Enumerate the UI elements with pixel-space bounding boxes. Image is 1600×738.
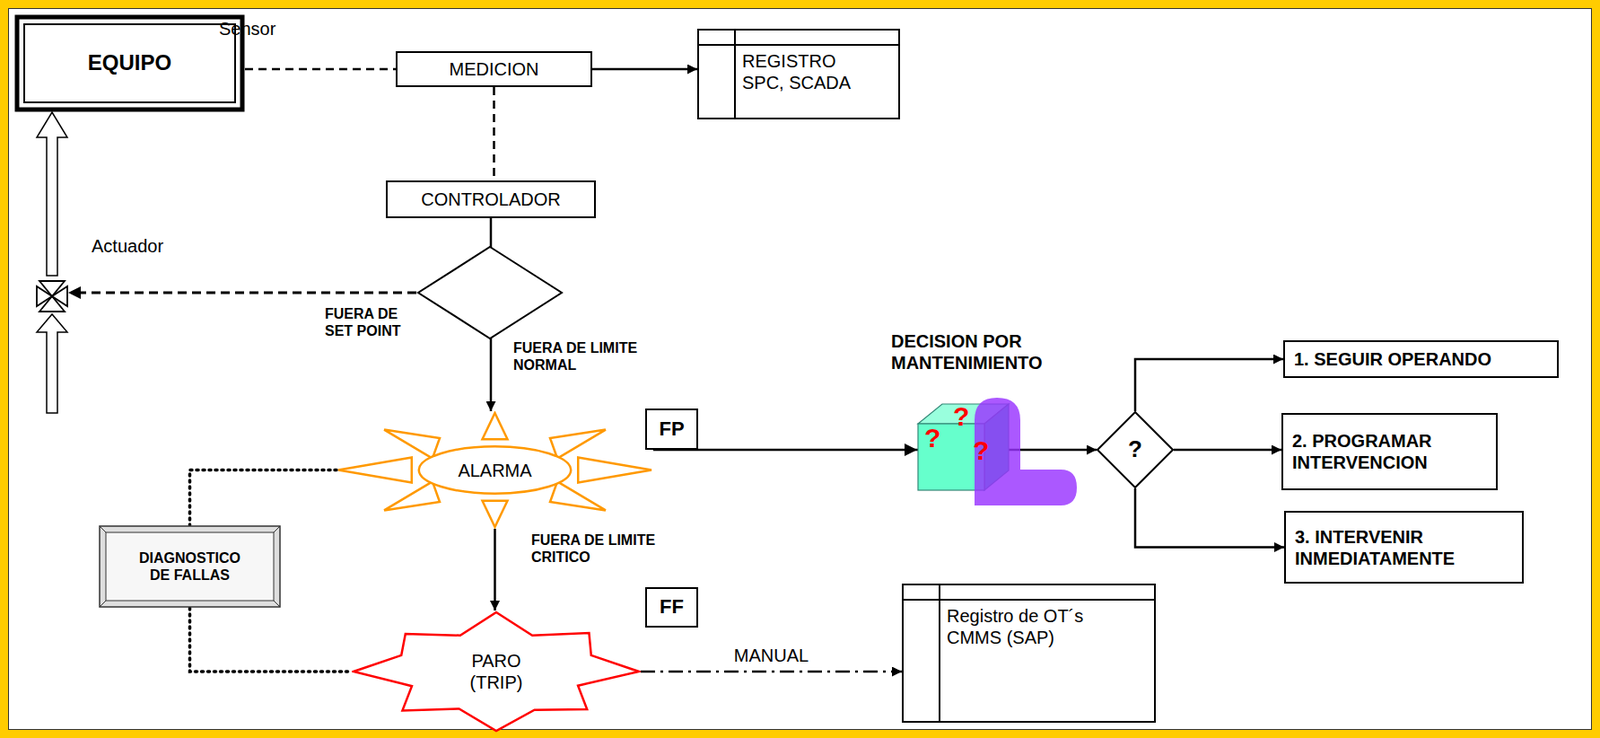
hollow-arrow (36, 112, 68, 276)
process-box: 2. PROGRAMAR INTERVENCION (1281, 412, 1498, 490)
node-text: PARO (TRIP) (455, 649, 537, 693)
hollow-arrow (36, 314, 68, 413)
valve-symbol (52, 286, 68, 307)
alarm-ray (550, 429, 606, 459)
alarm-ray (384, 480, 440, 510)
annotation-label: FUERA DE LIMITE CRITICO (531, 531, 662, 566)
valve-symbol (36, 286, 53, 307)
bevel-corner (273, 525, 280, 533)
decision-diamond (418, 246, 562, 339)
table-rule (699, 43, 899, 46)
node-text: FF (659, 594, 684, 619)
node-outline (351, 610, 641, 733)
table-rule (734, 30, 736, 118)
bevel-corner (99, 600, 106, 607)
alarm-ray (550, 480, 606, 510)
connector (492, 87, 496, 181)
process-box: CONTROLADOR (385, 180, 596, 219)
decision-diamond (1097, 411, 1173, 488)
connector (190, 607, 353, 672)
bevel-frame (105, 532, 274, 601)
node-outline (98, 524, 281, 608)
table-rule (938, 585, 941, 721)
person-icon (974, 397, 1077, 506)
record-table: Registro de OT´s CMMS (SAP) (901, 583, 1156, 723)
node-text: Registro de OT´s CMMS (SAP) (946, 604, 1100, 648)
node-text: ? (1127, 435, 1143, 464)
edge-label: MANUAL (731, 644, 812, 666)
node-text: DIAGNOSTICO DE FALLAS (131, 549, 249, 584)
bevel-frame (99, 525, 280, 607)
alarm-ellipse (419, 445, 571, 493)
arrow-head (68, 286, 81, 299)
process-box: PARO (TRIP) (351, 610, 641, 733)
node-text: 1. SEGUIR OPERANDO (1293, 348, 1492, 370)
connector (1135, 488, 1285, 548)
node-text: FP (658, 417, 684, 441)
process-box: ALARMA (336, 410, 654, 529)
equipment-frame (17, 17, 243, 110)
annotation-label: Sensor (218, 17, 276, 40)
connector (190, 470, 338, 526)
node-text: 2. PROGRAMAR INTERVENCION (1292, 429, 1477, 473)
bevel-corner (273, 600, 280, 607)
table-rule (903, 598, 1155, 601)
node-text: MEDICION (449, 58, 540, 80)
alarm-ray (482, 500, 508, 527)
annotation-label: Actuador (91, 235, 164, 257)
annotation-label: FUERA DE SET POINT (324, 305, 415, 340)
node-text: CONTROLADOR (420, 188, 561, 210)
annotation-label: DECISION POR MANTENIMIENTO (891, 330, 1089, 374)
connector (1135, 358, 1284, 411)
node-text: EQUIPO (87, 50, 172, 77)
process-box: FF (645, 586, 699, 628)
process-box: 1. SEGUIR OPERANDO (1283, 340, 1559, 378)
alarm-ray (482, 412, 508, 439)
node-text: REGISTRO SPC, SCADA (742, 50, 877, 94)
node-text: 3. INTERVENIR INMEDIATAMENTE (1294, 525, 1506, 569)
connector (592, 68, 698, 71)
connector (1173, 448, 1282, 452)
equipment-frame (24, 24, 236, 103)
alarm-ray (577, 457, 652, 483)
trip-starburst (353, 612, 639, 731)
record-table: REGISTRO SPC, SCADA (697, 28, 901, 120)
process-box: MEDICION (395, 51, 593, 88)
bevel-corner (99, 525, 106, 533)
arrow-head (904, 443, 918, 456)
process-box: EQUIPO (14, 14, 245, 113)
control-signal-line (77, 291, 417, 295)
question-mark: ? (953, 400, 970, 433)
node-outline (903, 585, 1155, 721)
decision-diamond: ? (1096, 410, 1174, 489)
annotation-label: FUERA DE LIMITE NORMAL (513, 339, 644, 374)
connector (653, 448, 1097, 452)
alarm-ray (384, 429, 440, 459)
process-box: FP (645, 408, 699, 450)
connector (244, 68, 396, 71)
process-box: 3. INTERVENIR INMEDIATAMENTE (1284, 510, 1524, 584)
node-text: ALARMA (457, 459, 532, 481)
connector (640, 670, 902, 674)
process-box: DIAGNOSTICO DE FALLAS (98, 524, 281, 608)
connector (493, 528, 497, 611)
question-mark: ? (972, 434, 989, 467)
alarm-ray (338, 457, 412, 483)
question-mark: ? (924, 421, 941, 455)
